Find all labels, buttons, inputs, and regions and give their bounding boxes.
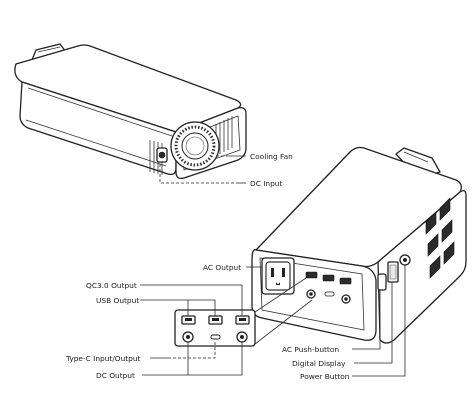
type-c-label: Type-C Input/Output <box>65 354 141 363</box>
dc-input-port <box>156 147 168 163</box>
device-usb-ports <box>305 271 352 304</box>
dc-output-leader <box>142 342 243 376</box>
rear-housing-top <box>14 44 242 133</box>
power-button-leader <box>352 265 406 377</box>
dc-input-label: DC Input <box>250 179 282 188</box>
cooling-fan-label: Cooling Fan <box>250 152 293 161</box>
port-detail-panel <box>174 309 256 347</box>
qc30-leader <box>140 284 243 316</box>
ac-outlet <box>261 257 295 295</box>
device-front-view <box>251 146 467 344</box>
ac-output-label: AC Output <box>203 263 241 272</box>
power-button-label: Power Button <box>300 372 350 381</box>
ac-push-button-leader <box>352 290 381 350</box>
dc-input-leader <box>159 164 236 184</box>
cooling-fan-graphic <box>170 121 220 171</box>
front-housing-top <box>255 146 462 268</box>
device-rear-view <box>14 43 247 180</box>
digital-display-label: Digital Display <box>292 359 346 368</box>
dc-output-label: DC Output <box>96 371 135 380</box>
qc30-output-label: QC3.0 Output <box>86 281 137 290</box>
usb-output-leader <box>140 299 216 316</box>
digital-display-leader <box>354 282 393 364</box>
front-side-controls <box>377 254 411 291</box>
usb-output-label: USB Output <box>96 296 139 305</box>
type-c-port <box>210 334 221 340</box>
ac-push-button-label: AC Push-button <box>282 345 339 354</box>
side-vents <box>425 197 455 279</box>
